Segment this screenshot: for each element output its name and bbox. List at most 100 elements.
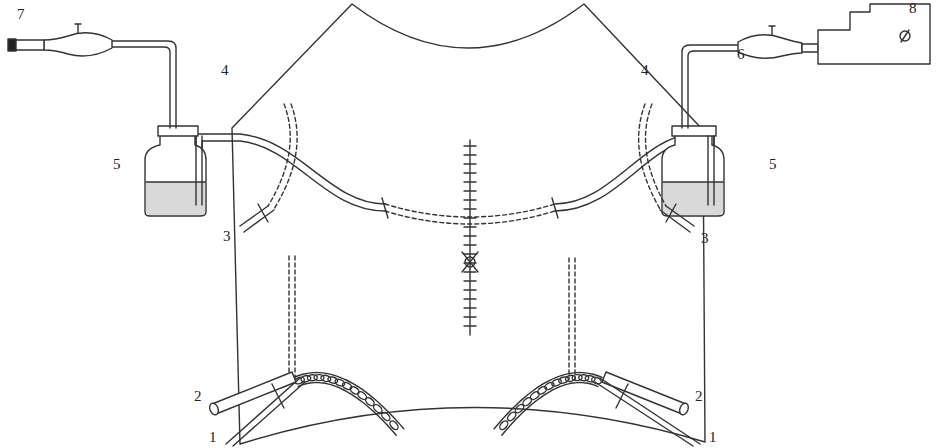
braid-link — [380, 411, 391, 422]
stitch — [464, 226, 476, 227]
callout-number: 5 — [768, 156, 778, 173]
stitch — [464, 325, 476, 326]
stitch — [464, 253, 476, 254]
incision-stitches — [464, 146, 476, 326]
callout-number: 5 — [112, 156, 122, 173]
braid-link — [349, 385, 361, 395]
bulb-valve — [75, 24, 81, 33]
mediastinal-drain — [385, 204, 555, 217]
stitch — [464, 289, 476, 290]
braid-link — [544, 381, 556, 391]
drain-tube-1 — [600, 378, 700, 444]
callout-number: 4 — [640, 62, 650, 79]
stitch — [464, 280, 476, 281]
suction-tube — [202, 141, 385, 211]
stitch — [464, 145, 476, 146]
stitch — [464, 190, 476, 191]
bulb-nozzle — [14, 40, 44, 50]
tube-opening — [678, 402, 690, 416]
air-tube — [108, 41, 176, 128]
drain-tube — [240, 206, 268, 226]
dial-needle — [901, 30, 909, 42]
stitch — [464, 199, 476, 200]
collection-bottle — [662, 130, 724, 216]
suction-tube — [196, 134, 385, 204]
braid-link — [300, 375, 311, 383]
subcutaneous-drain — [569, 258, 575, 380]
stitch — [464, 298, 476, 299]
pleural-drain — [639, 104, 660, 209]
bulb-valve — [769, 26, 775, 35]
braid-link — [536, 385, 548, 396]
mediastinal-drain — [385, 211, 555, 224]
collection-bottle — [145, 130, 206, 216]
torso-outline — [232, 4, 705, 444]
braid-link — [529, 390, 541, 401]
braid-link — [558, 376, 569, 385]
tube-tick — [552, 198, 558, 218]
braid-edge — [294, 373, 404, 429]
drain-tube-1 — [595, 382, 693, 446]
drain-suture — [666, 204, 676, 222]
braid-link — [585, 375, 596, 383]
braid-link — [565, 375, 576, 383]
stitch — [464, 154, 476, 155]
tube-in-bottle — [713, 136, 714, 205]
stitch — [464, 316, 476, 317]
braid-link — [506, 411, 517, 422]
braid-link — [498, 419, 509, 430]
braid-link — [388, 420, 399, 431]
tube-in-bottle — [707, 136, 708, 205]
drain-tube — [244, 210, 274, 232]
callout-number: 2 — [694, 388, 704, 405]
braid-link — [341, 381, 353, 391]
drain-suture — [272, 384, 284, 408]
bulb-nozzle — [802, 44, 818, 52]
air-tube — [108, 47, 170, 128]
bottle-stopper — [158, 126, 198, 136]
knot-tail — [462, 252, 478, 272]
stitch — [464, 208, 476, 209]
drain-tube-1 — [233, 382, 305, 446]
knot-tail — [462, 252, 478, 272]
pump-bulb — [738, 35, 802, 58]
stitch — [464, 172, 476, 173]
braid-edge — [502, 383, 598, 436]
tube-in-bottle — [201, 136, 202, 205]
callout-number: 7 — [16, 6, 26, 23]
stitch — [464, 271, 476, 272]
drain-suture — [258, 204, 268, 222]
air-tube — [682, 45, 738, 128]
callout-number: 3 — [700, 230, 710, 247]
callout-number: 3 — [222, 228, 232, 245]
braid-edge — [494, 373, 602, 429]
air-tube — [688, 51, 738, 128]
stitch — [464, 235, 476, 236]
braid-link — [320, 375, 331, 383]
bottle-stopper — [672, 126, 716, 136]
apparatus-dial — [900, 31, 910, 41]
nozzle-end — [8, 39, 16, 51]
stitch — [464, 181, 476, 182]
pump-bulb — [44, 33, 112, 56]
pleural-drain — [646, 104, 666, 206]
stitch — [464, 244, 476, 245]
callout-number: 1 — [208, 429, 218, 446]
pleural-drain — [274, 104, 297, 209]
drain-tube — [666, 206, 694, 226]
braid-edge — [298, 383, 396, 436]
tube-tick — [382, 198, 388, 218]
subcutaneous-drain — [289, 256, 295, 380]
drain-tube-1 — [226, 378, 300, 444]
callout-number: 6 — [736, 46, 746, 63]
callout-number: 2 — [193, 388, 203, 405]
tube-opening — [208, 402, 220, 416]
braid-link — [327, 376, 338, 385]
stitch — [464, 307, 476, 308]
pleural-drain — [268, 104, 290, 206]
drain-tube — [660, 210, 690, 232]
callout-number: 8 — [908, 0, 918, 17]
braided-drains — [294, 373, 602, 436]
